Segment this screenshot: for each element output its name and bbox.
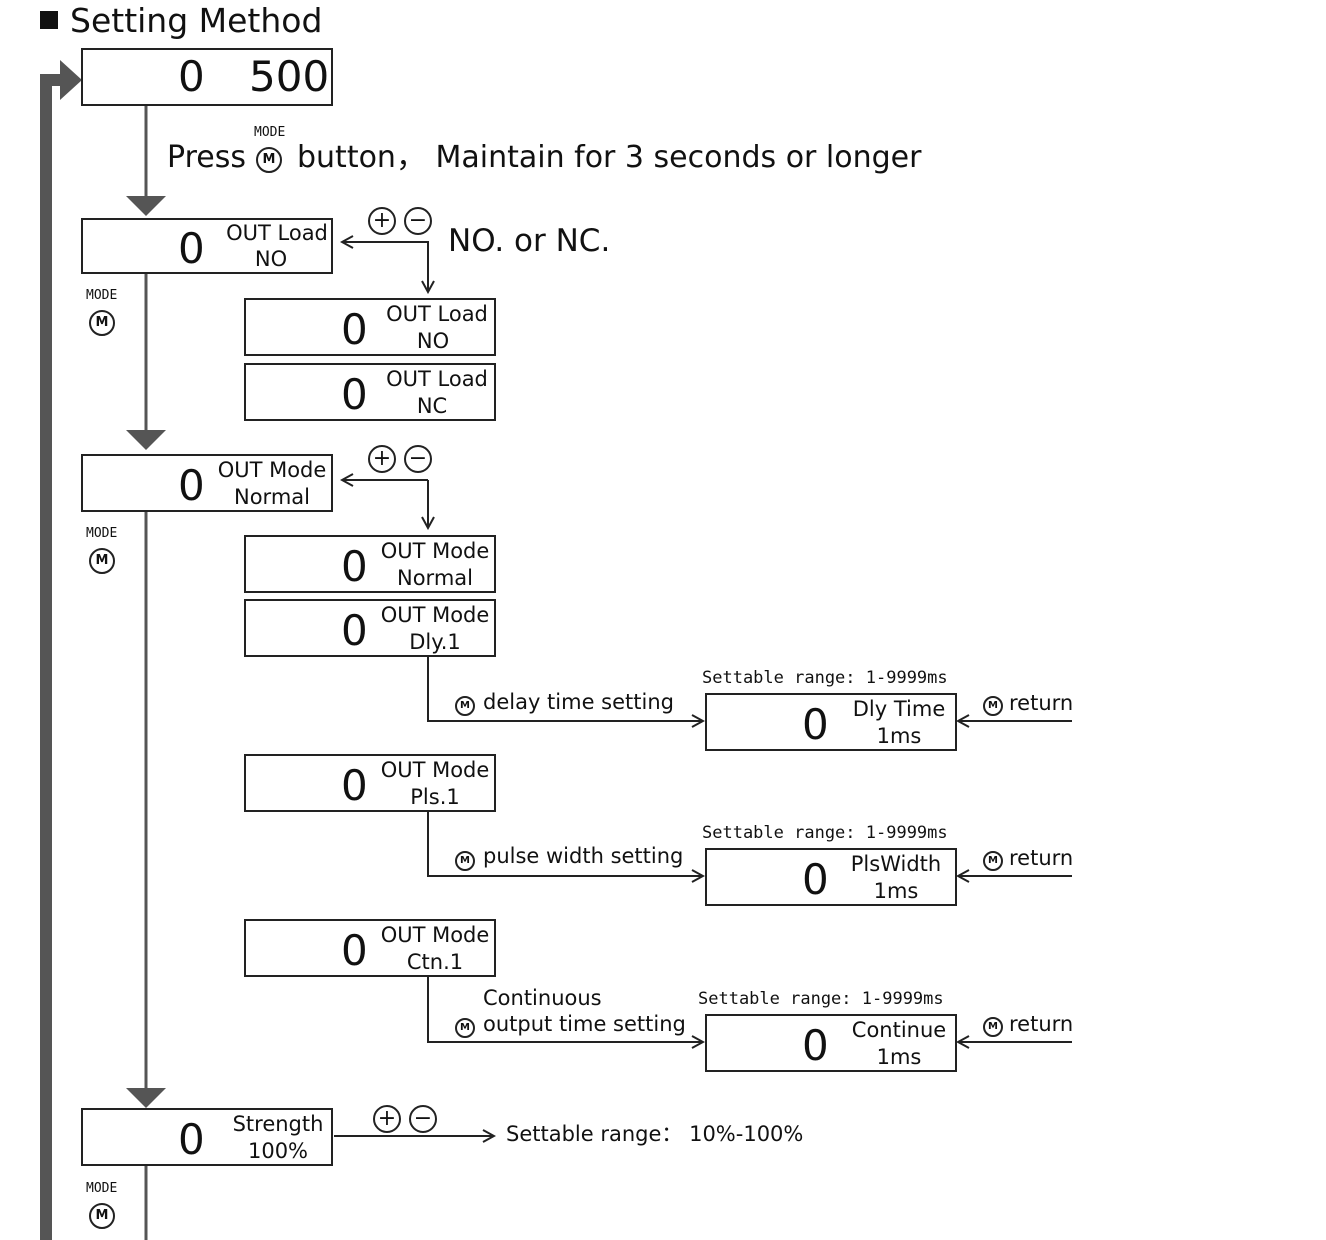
display-value: Ctn.1 <box>406 950 464 974</box>
outload-option-no: 0 OUT Load NO <box>244 298 496 356</box>
pls-setting-label: pulse width setting <box>483 844 684 868</box>
mode-button-icon: M <box>455 851 475 871</box>
dly-setting-label: delay time setting <box>483 690 674 714</box>
pls-return-label: return <box>1009 846 1074 870</box>
display-value: 100% <box>247 1139 309 1163</box>
title-bullet-icon <box>40 10 58 29</box>
display-digit: 0 <box>341 370 368 419</box>
display-reading: 500 <box>249 52 330 101</box>
pls-branch-line <box>427 812 703 876</box>
display-digit: 0 <box>341 542 368 591</box>
display-value: 1ms <box>876 1045 922 1069</box>
dly-range-label: Settable range: 1-9999ms <box>702 668 948 688</box>
display-digit: 0 <box>178 461 205 510</box>
display-value: Normal <box>234 485 310 509</box>
outload-option-nc: 0 OUT Load NC <box>244 363 496 421</box>
ctn-branch-line <box>427 977 703 1042</box>
mode-caption: MODE <box>86 288 118 303</box>
minus-button-icon: − <box>404 207 432 235</box>
display-value: Normal <box>397 566 473 590</box>
strength-range-label: Settable range： 10%-100% <box>506 1122 804 1146</box>
display-label: Continue <box>851 1018 947 1042</box>
display-digit: 0 <box>178 52 205 101</box>
mode-button-icon: M <box>983 1017 1003 1037</box>
flow-arrow-1 <box>126 196 166 216</box>
continue-display: 0 Continue 1ms <box>705 1014 957 1072</box>
dly-return-label: return <box>1009 691 1074 715</box>
ctn-return-label: return <box>1009 1012 1074 1036</box>
mode-button-icon: M <box>89 1203 115 1229</box>
display-value: Pls.1 <box>410 785 460 809</box>
dly-branch-line <box>427 657 703 721</box>
mode-button-icon: M <box>89 310 115 336</box>
ctn-setting-label-top: Continuous <box>483 986 602 1010</box>
outmode-display: 0 OUT Mode Normal <box>81 454 333 512</box>
pls-width-display: 0 PlsWidth 1ms <box>705 848 957 906</box>
instruction-mode-caption: MODE <box>254 125 286 140</box>
display-value: NO <box>254 247 288 271</box>
plus-button-icon: + <box>373 1105 401 1133</box>
ctn-range-label: Settable range: 1-9999ms <box>698 989 944 1009</box>
display-digit: 0 <box>178 224 205 273</box>
mode-button-icon: M <box>983 696 1003 716</box>
mode-button-icon: M <box>256 147 282 173</box>
display-digit: 0 <box>341 606 368 655</box>
dly-time-display: 0 Dly Time 1ms <box>705 693 957 751</box>
pls-range-label: Settable range: 1-9999ms <box>702 823 948 843</box>
display-label: OUT Load <box>386 302 488 326</box>
ctn-setting-label: output time setting <box>483 1012 686 1036</box>
outload-note: NO. or NC. <box>448 223 611 259</box>
display-label: OUT Load <box>226 221 328 245</box>
display-label: OUT Mode <box>380 923 490 947</box>
outmode-option-dly: 0 OUT Mode Dly.1 <box>244 599 496 657</box>
display-value: Dly.1 <box>409 630 461 654</box>
return-loop-line <box>40 74 66 1240</box>
display-value: 1ms <box>876 724 922 748</box>
display-label: OUT Mode <box>380 539 490 563</box>
return-loop-arrowhead <box>60 60 82 100</box>
display-digit: 0 <box>341 761 368 810</box>
display-value: NO <box>416 329 450 353</box>
display-label: PlsWidth <box>850 852 942 876</box>
display-digit: 0 <box>802 1021 829 1070</box>
instruction-prefix: Press <box>167 140 246 175</box>
display-label: OUT Mode <box>380 758 490 782</box>
outload-display: 0 OUT Load NO <box>81 218 333 274</box>
display-digit: 0 <box>341 305 368 354</box>
mode-button-icon: M <box>983 851 1003 871</box>
display-label: Dly Time <box>852 697 946 721</box>
plus-button-icon: + <box>368 207 396 235</box>
mode-button-icon: M <box>89 548 115 574</box>
plus-button-icon: + <box>368 445 396 473</box>
display-label: OUT Load <box>386 367 488 391</box>
page-title: Setting Method <box>40 4 322 37</box>
outmode-option-ctn: 0 OUT Mode Ctn.1 <box>244 919 496 977</box>
outmode-option-pls: 0 OUT Mode Pls.1 <box>244 754 496 812</box>
display-label: Strength <box>232 1112 324 1136</box>
display-value: 1ms <box>873 879 919 903</box>
display-value: NC <box>416 394 448 418</box>
flow-arrow-2 <box>126 430 166 450</box>
mode-button-icon: M <box>455 1018 475 1038</box>
minus-button-icon: − <box>404 445 432 473</box>
initial-display: 0 500 <box>81 48 333 106</box>
display-digit: 0 <box>341 926 368 975</box>
mode-button-icon: M <box>455 696 475 716</box>
strength-display: 0 Strength 100% <box>81 1108 333 1166</box>
instruction-suffix: button， Maintain for 3 seconds or longer <box>297 140 922 175</box>
outload-select-line <box>342 242 429 288</box>
display-digit: 0 <box>802 700 829 749</box>
page-title-text: Setting Method <box>70 1 323 40</box>
outmode-option-normal: 0 OUT Mode Normal <box>244 535 496 593</box>
display-label: OUT Mode <box>217 458 327 482</box>
minus-button-icon: − <box>409 1105 437 1133</box>
display-digit: 0 <box>802 855 829 904</box>
mode-caption: MODE <box>86 1181 118 1196</box>
display-label: OUT Mode <box>380 603 490 627</box>
flow-arrow-3 <box>126 1088 166 1108</box>
display-digit: 0 <box>178 1115 205 1164</box>
mode-caption: MODE <box>86 526 118 541</box>
